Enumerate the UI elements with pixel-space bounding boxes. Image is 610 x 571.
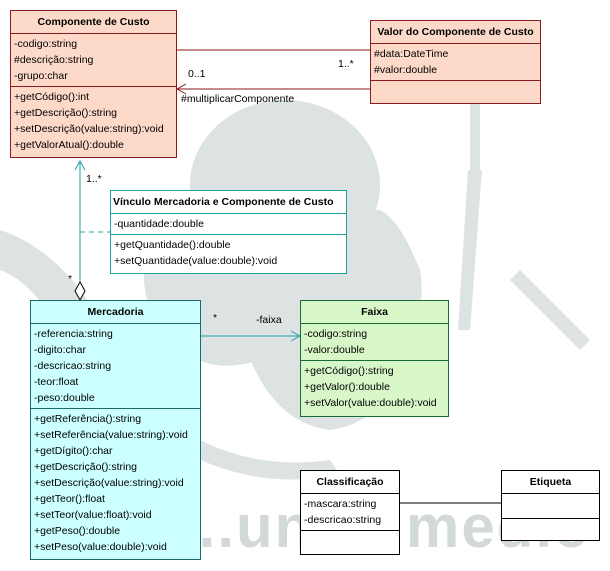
operations-section: +getCódigo():int +getDescrição():string … bbox=[11, 87, 176, 155]
operation: +setTeor(value:float):void bbox=[34, 509, 152, 521]
class-title: Vínculo Mercadoria e Componente de Custo bbox=[111, 191, 346, 214]
class-title: Classificação bbox=[301, 471, 399, 494]
attribute: #valor:double bbox=[374, 64, 438, 76]
class-title: Mercadoria bbox=[31, 301, 200, 324]
attribute: -digito:char bbox=[34, 344, 86, 356]
operation: +setQuantidade(value:double):void bbox=[114, 255, 278, 267]
operation: +getCódigo():string bbox=[304, 365, 394, 377]
attributes-section bbox=[502, 494, 599, 519]
class-valor-do-componente[interactable]: Valor do Componente de Custo #data:DateT… bbox=[370, 20, 541, 104]
label-mercadoria-faixa-multiplicity: * bbox=[213, 312, 218, 324]
attribute: -peso:double bbox=[34, 392, 95, 404]
operations-section bbox=[371, 81, 540, 99]
operations-section: +getCódigo():string +getValor():double +… bbox=[301, 361, 448, 413]
operations-section: +getQuantidade():double +setQuantidade(v… bbox=[111, 235, 346, 271]
class-faixa[interactable]: Faixa -codigo:string -valor:double +getC… bbox=[300, 300, 449, 417]
operation: +getValorAtual():double bbox=[14, 139, 124, 151]
attribute: -teor:float bbox=[34, 376, 79, 388]
attribute: #descrição:string bbox=[14, 54, 94, 66]
operation: +getPeso():double bbox=[34, 525, 121, 537]
attributes-section: #data:DateTime #valor:double bbox=[371, 44, 540, 81]
attribute: -referencia:string bbox=[34, 328, 113, 340]
operation: +setDescrição(value:string):void bbox=[34, 477, 184, 489]
arrowhead-multiplicar bbox=[175, 83, 187, 95]
operation: +getDígito():char bbox=[34, 445, 113, 457]
label-faixa-role: -faixa bbox=[256, 314, 282, 326]
class-title: Componente de Custo bbox=[11, 11, 176, 34]
aggregation-diamond bbox=[74, 280, 86, 302]
operations-section bbox=[502, 519, 599, 543]
label-mercadoria-aggregation-multiplicity: * bbox=[68, 273, 73, 285]
label-componente-vinculo-multiplicity: 1..* bbox=[86, 173, 102, 185]
class-vinculo-mercadoria-componente[interactable]: Vínculo Mercadoria e Componente de Custo… bbox=[110, 190, 347, 274]
label-componente-multiplicity: 0..1 bbox=[188, 68, 206, 80]
operation: +getDescrição():string bbox=[14, 107, 117, 119]
attribute: #data:DateTime bbox=[374, 48, 449, 60]
operation: +getTeor():float bbox=[34, 493, 105, 505]
operation: +setReferência(value:string):void bbox=[34, 429, 188, 441]
operation: +setValor(value:double):void bbox=[304, 397, 437, 409]
operations-section: +getReferência():string +setReferência(v… bbox=[31, 409, 200, 557]
attributes-section: -codigo:string #descrição:string -grupo:… bbox=[11, 34, 176, 87]
operation: +getCódigo():int bbox=[14, 91, 90, 103]
operations-section bbox=[301, 531, 399, 553]
attribute: -mascara:string bbox=[304, 498, 377, 510]
attribute: -quantidade:double bbox=[114, 218, 204, 230]
operation: +setDescrição(value:string):void bbox=[14, 123, 164, 135]
attributes-section: -mascara:string -descricao:string bbox=[301, 494, 399, 531]
class-title: Faixa bbox=[301, 301, 448, 324]
arrowhead-componente bbox=[74, 159, 86, 171]
attribute: -descricao:string bbox=[34, 360, 112, 372]
operation: +getDescrição():string bbox=[34, 461, 137, 473]
attribute: -codigo:string bbox=[14, 38, 78, 50]
label-valor-multiplicity: 1..* bbox=[338, 58, 354, 70]
class-classificacao[interactable]: Classificação -mascara:string -descricao… bbox=[300, 470, 400, 555]
attribute: -grupo:char bbox=[14, 70, 68, 82]
attribute: -descricao:string bbox=[304, 514, 382, 526]
operation: +getReferência():string bbox=[34, 413, 142, 425]
class-title: Etiqueta bbox=[502, 471, 599, 494]
class-mercadoria[interactable]: Mercadoria -referencia:string -digito:ch… bbox=[30, 300, 201, 560]
class-componente-de-custo[interactable]: Componente de Custo -codigo:string #desc… bbox=[10, 10, 177, 158]
label-multiplicar-role: #multiplicarComponente bbox=[181, 93, 295, 105]
class-etiqueta[interactable]: Etiqueta bbox=[501, 470, 600, 541]
attribute: -codigo:string bbox=[304, 328, 368, 340]
attribute: -valor:double bbox=[304, 344, 365, 356]
operation: +getQuantidade():double bbox=[114, 239, 231, 251]
attributes-section: -quantidade:double bbox=[111, 214, 346, 235]
operation: +setPeso(value:double):void bbox=[34, 541, 167, 553]
attributes-section: -codigo:string -valor:double bbox=[301, 324, 448, 361]
class-title: Valor do Componente de Custo bbox=[371, 21, 540, 44]
operation: +getValor():double bbox=[304, 381, 390, 393]
attributes-section: -referencia:string -digito:char -descric… bbox=[31, 324, 200, 409]
